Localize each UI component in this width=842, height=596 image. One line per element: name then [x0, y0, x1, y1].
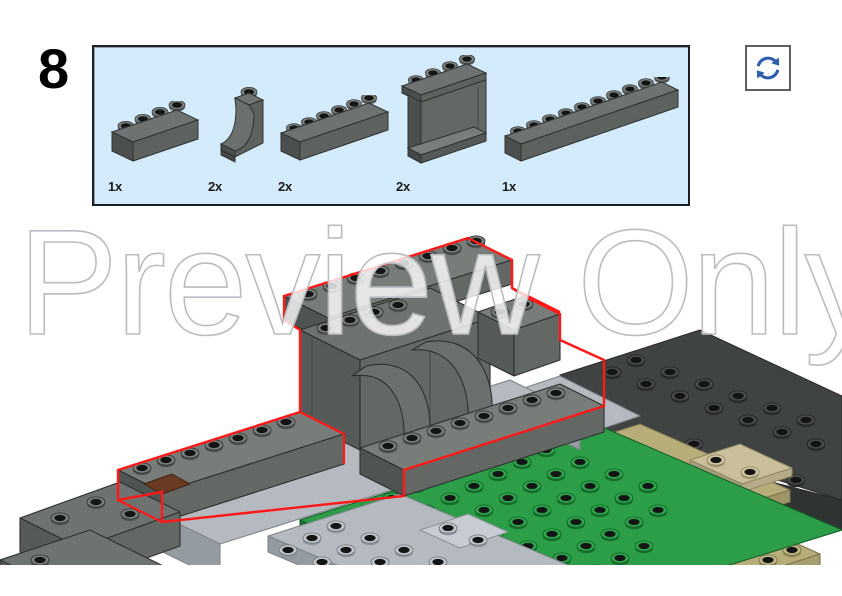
part-icon-brick-1x4 [106, 100, 206, 178]
step-number: 8 [38, 37, 69, 100]
part-item-brick-1x10[interactable]: 1x [500, 43, 680, 198]
part-qty-4: 2x [396, 179, 411, 194]
part-item-curved-slope[interactable]: 2x [206, 43, 276, 198]
parts-inventory-box: 1x [92, 45, 690, 206]
parts-row: 1x [94, 47, 688, 204]
part-item-brick-1x4[interactable]: 1x [106, 43, 206, 198]
model-viewport[interactable] [0, 200, 842, 596]
refresh-button[interactable] [745, 45, 791, 91]
part-icon-brick-1x10 [500, 72, 680, 178]
part-item-panel-1x4x3[interactable]: 2x [394, 43, 500, 198]
part-qty-5: 1x [502, 179, 517, 194]
refresh-icon [753, 53, 783, 83]
part-icon-curved-slope [206, 81, 276, 178]
part-qty-3: 2x [278, 179, 293, 194]
part-qty-2: 2x [208, 179, 223, 194]
part-icon-brick-1x6 [276, 93, 394, 178]
model-render [0, 235, 842, 565]
part-qty-1: 1x [108, 179, 123, 194]
part-item-brick-1x6[interactable]: 2x [276, 43, 394, 198]
part-icon-panel-1x4x3 [394, 54, 500, 178]
